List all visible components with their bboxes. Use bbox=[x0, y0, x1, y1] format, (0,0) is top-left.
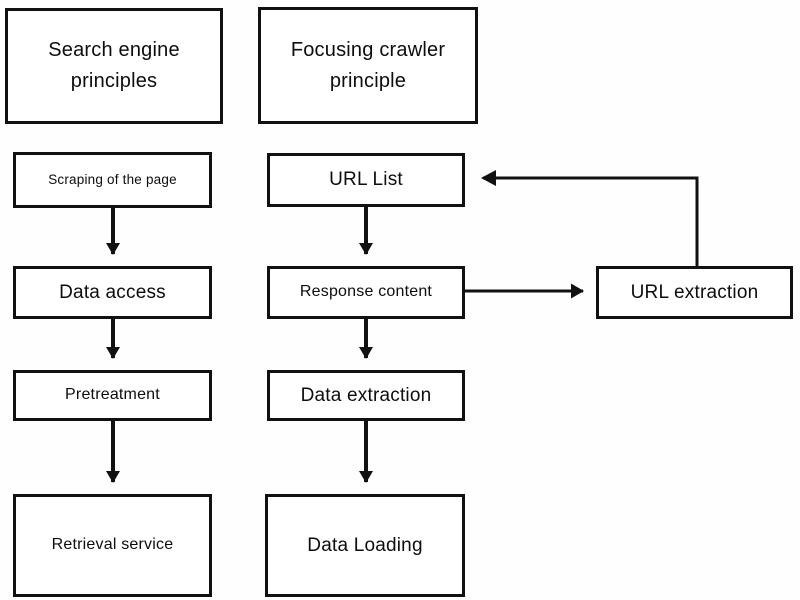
node-pretreatment[interactable]: Pretreatment bbox=[13, 370, 212, 421]
node-label: Retrieval service bbox=[51, 536, 174, 554]
edge-url-extraction-to-urllist bbox=[481, 170, 699, 266]
node-data-loading[interactable]: Data Loading bbox=[265, 494, 465, 597]
node-label: Data extraction bbox=[300, 384, 432, 406]
node-url-list[interactable]: URL List bbox=[267, 153, 465, 207]
node-label: Pretreatment bbox=[65, 386, 160, 404]
node-label: URL extraction bbox=[630, 281, 759, 303]
node-scraping-of-the-page[interactable]: Scraping of the page bbox=[13, 152, 212, 208]
node-label: Search engine principles bbox=[48, 39, 180, 92]
node-label: Scraping of the page bbox=[48, 171, 177, 187]
node-retrieval-service[interactable]: Retrieval service bbox=[13, 494, 212, 597]
node-url-extraction[interactable]: URL extraction bbox=[596, 266, 793, 319]
node-label: Response content bbox=[299, 283, 433, 301]
node-label: URL List bbox=[329, 169, 403, 191]
node-label: Data Loading bbox=[307, 534, 423, 556]
node-data-extraction[interactable]: Data extraction bbox=[267, 370, 465, 421]
node-label: Focusing crawler principle bbox=[290, 38, 446, 92]
node-data-access[interactable]: Data access bbox=[13, 266, 212, 319]
node-label: Data access bbox=[59, 281, 166, 303]
node-response-content[interactable]: Response content bbox=[267, 266, 465, 319]
node-search-engine-principles[interactable]: Search engine principles bbox=[5, 8, 223, 124]
node-focusing-crawler-principle[interactable]: Focusing crawler principle bbox=[258, 7, 478, 124]
